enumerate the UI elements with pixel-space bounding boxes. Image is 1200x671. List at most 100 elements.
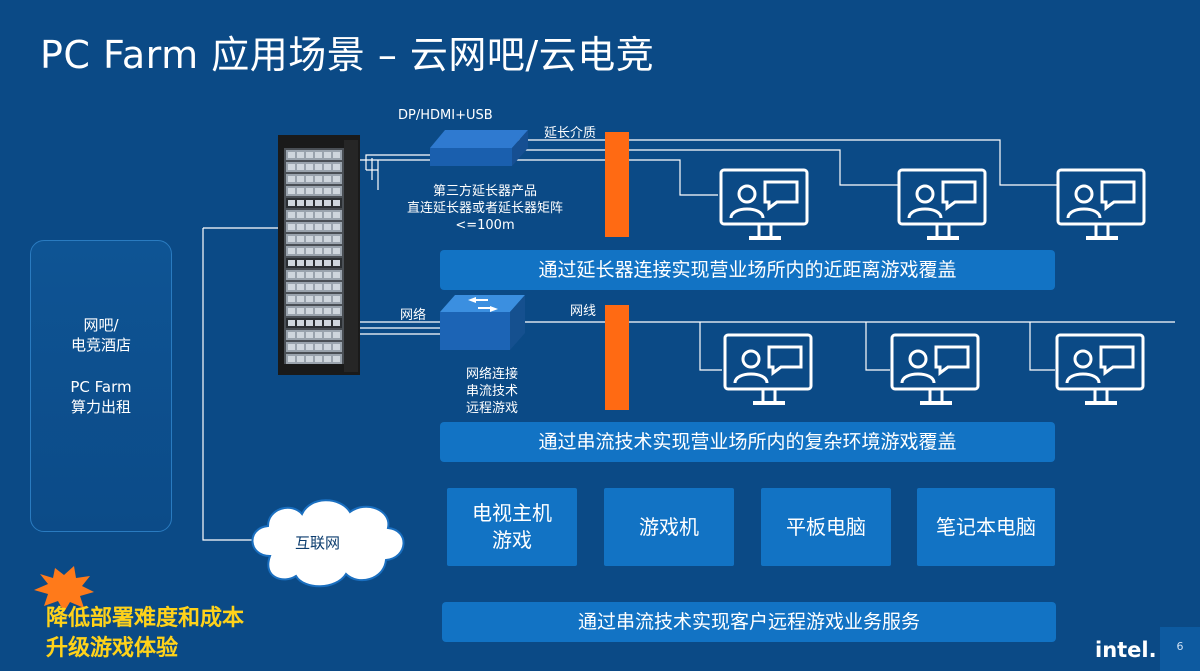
rack-unit: [286, 258, 342, 268]
rack-slot: [288, 260, 295, 266]
rack-slot: [324, 308, 331, 314]
remote-band: 通过串流技术实现客户远程游戏业务服务: [442, 602, 1056, 642]
monitor-user-icon: [1056, 168, 1148, 252]
benefit-line-1: 降低部署难度和成本: [46, 606, 245, 631]
rack-slot: [306, 344, 313, 350]
extension-medium-bar: [605, 132, 629, 237]
rack-slot: [306, 200, 313, 206]
rack-slot: [315, 308, 322, 314]
medium-label: 延长介质: [544, 126, 597, 141]
rack-slot: [315, 152, 322, 158]
cloud-icon: [251, 499, 405, 588]
extender-caption: 第三方延长器产品 直连延长器或者延长器矩阵 <=100m: [400, 183, 570, 234]
rack-slot: [324, 284, 331, 290]
rack-slot: [288, 320, 295, 326]
rack-slot: [315, 176, 322, 182]
device-label: 电视主机: [472, 501, 552, 525]
page-title: PC Farm 应用场景 – 云网吧/云电竞: [40, 33, 655, 77]
rack-slot: [315, 248, 322, 254]
device-laptop: 笔记本电脑: [917, 488, 1055, 566]
rack-slot: [324, 320, 331, 326]
rack-slot: [288, 236, 295, 242]
rack-slot: [297, 344, 304, 350]
rack-slot: [288, 164, 295, 170]
rack-slot: [297, 320, 304, 326]
rack-slot: [324, 272, 331, 278]
rack-slot: [288, 272, 295, 278]
rack-unit: [286, 150, 342, 160]
network-caption-1: 网络连接: [465, 367, 518, 382]
rack-slot: [297, 296, 304, 302]
rack-slot: [288, 332, 295, 338]
server-rack: [278, 135, 360, 375]
venue-line-4: 算力出租: [70, 398, 131, 416]
rack-slot: [333, 320, 340, 326]
rack-slot: [306, 260, 313, 266]
rack-slot: [315, 260, 322, 266]
rack-slot: [315, 320, 322, 326]
rack-slot: [306, 224, 313, 230]
rack-slot: [315, 212, 322, 218]
rack-slot: [288, 248, 295, 254]
rack-slot: [288, 212, 295, 218]
rack-slot: [315, 284, 322, 290]
rack-slot: [288, 356, 295, 362]
rack-slot: [333, 212, 340, 218]
rack-slot: [297, 212, 304, 218]
rack-slot: [324, 188, 331, 194]
rack-slot: [306, 176, 313, 182]
rack-slot: [288, 224, 295, 230]
venue-line-1: 网吧/: [83, 316, 119, 334]
rack-slot: [333, 332, 340, 338]
rack-slot: [297, 356, 304, 362]
rack-slot: [315, 296, 322, 302]
rack-slot: [324, 260, 331, 266]
rack-slot: [315, 164, 322, 170]
rack-slot: [333, 248, 340, 254]
rack-slot: [306, 188, 313, 194]
rack-slot: [333, 356, 340, 362]
rack-slot: [324, 248, 331, 254]
venue-line-3: PC Farm: [70, 378, 132, 396]
rack-slot: [315, 332, 322, 338]
monitor-user-icon: [723, 333, 815, 417]
page-number-box: [1160, 627, 1200, 671]
venue-line-2: 电竞酒店: [70, 336, 131, 354]
rack-slot: [297, 176, 304, 182]
connection-lines: [202, 139, 1175, 541]
rack-slot: [324, 296, 331, 302]
rack-unit: [286, 318, 342, 328]
rack-unit: [286, 162, 342, 172]
network-caption-3: 远程游戏: [465, 401, 518, 416]
rack-slot: [333, 284, 340, 290]
rack-slot: [297, 164, 304, 170]
rack-slot: [306, 212, 313, 218]
rack-slot: [297, 236, 304, 242]
rack-slot: [333, 260, 340, 266]
rack-slot: [324, 152, 331, 158]
rack-slot: [306, 248, 313, 254]
page-number: 6: [1176, 640, 1184, 653]
rack-slot: [333, 188, 340, 194]
rack-unit: [286, 198, 342, 208]
internet-label: 互联网: [295, 534, 341, 552]
rack-slot: [315, 236, 322, 242]
rack-slot: [288, 344, 295, 350]
rack-slot: [324, 356, 331, 362]
rack-unit: [286, 246, 342, 256]
network-caption-2: 串流技术: [465, 384, 518, 399]
rack-slot: [297, 260, 304, 266]
rack-slot: [288, 152, 295, 158]
rack-unit: [286, 354, 342, 364]
rack-slot: [315, 200, 322, 206]
rack-slot: [306, 164, 313, 170]
rack-slot: [288, 284, 295, 290]
rack-slot: [306, 308, 313, 314]
device-game-console: 游戏机: [604, 488, 734, 566]
rack-slot: [297, 188, 304, 194]
network-band: 通过串流技术实现营业场所内的复杂环境游戏覆盖: [440, 422, 1055, 462]
rack-slot: [324, 200, 331, 206]
rack-unit: [286, 342, 342, 352]
monitor-user-icon: [719, 168, 811, 252]
device-tv-console: 电视主机 游戏: [447, 488, 577, 566]
